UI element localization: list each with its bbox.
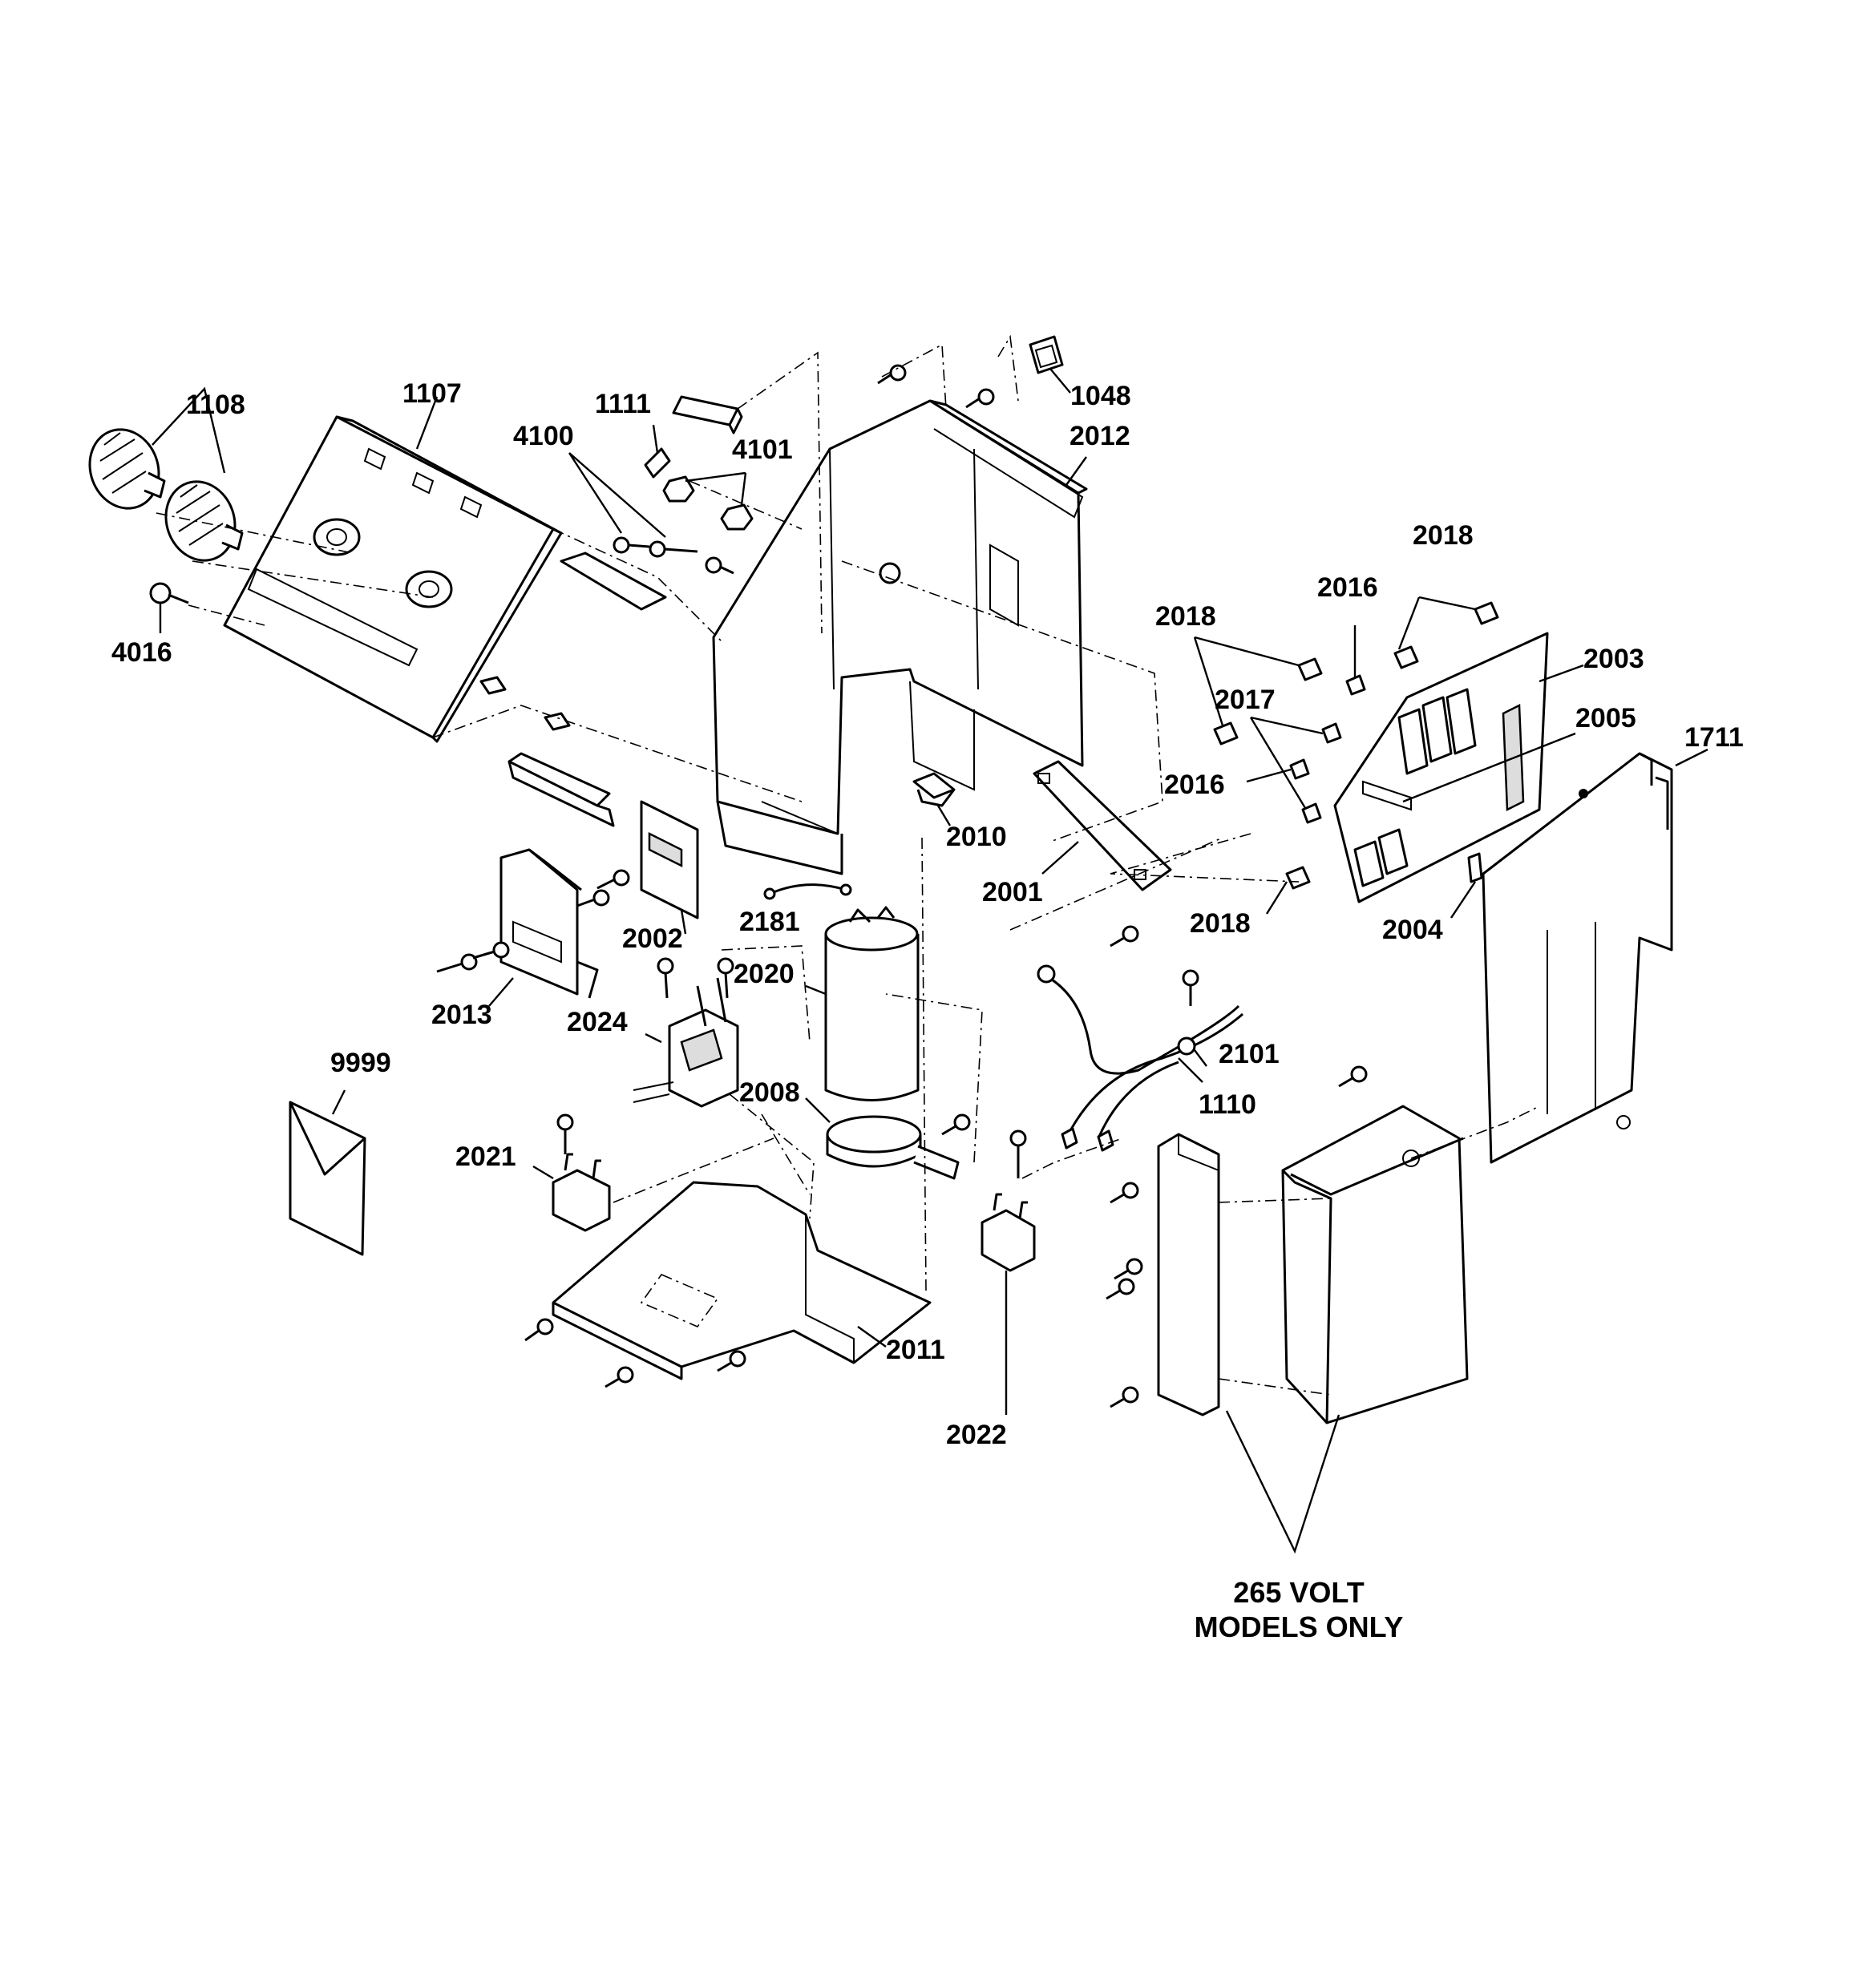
base-plate-2011 [552, 1181, 932, 1380]
label-2021: 2021 [455, 1141, 516, 1172]
foam-strip-middle [560, 552, 667, 611]
label-1110: 1110 [1199, 1089, 1256, 1120]
cover-265v-box [1281, 1105, 1469, 1424]
label-9999: 9999 [330, 1048, 391, 1078]
label-4101: 4101 [732, 434, 793, 465]
foam-strip-bottom [507, 752, 615, 827]
manual-9999 [289, 1101, 366, 1256]
label-2001: 2001 [982, 877, 1043, 907]
bracket-2013 [499, 848, 599, 999]
relay-2021 [552, 1113, 611, 1232]
switch-2010 [912, 772, 956, 807]
side-panel-1711 [1482, 752, 1673, 1164]
panel-2001 [1033, 760, 1172, 891]
label-2003: 2003 [1583, 644, 1644, 674]
screw-frame [705, 556, 734, 575]
relay-2022 [981, 1129, 1036, 1272]
control-box-frame-2012 [712, 399, 1088, 875]
capacitor-2020 [824, 906, 920, 1101]
label-4016: 4016 [111, 637, 172, 668]
label-2181: 2181 [739, 907, 800, 937]
label-2002: 2002 [622, 923, 683, 954]
screws-harness [1110, 925, 1199, 1006]
strap-2008 [826, 1115, 960, 1180]
part-1048 [1029, 335, 1064, 374]
control-board-2003 [1333, 632, 1549, 903]
screw-top-b [965, 388, 995, 409]
nut-4101-b [720, 503, 754, 531]
screws-base [524, 1113, 971, 1388]
control-panel-1107 [223, 415, 563, 743]
screws-265v [1106, 1065, 1368, 1408]
connector-2016-b [1289, 758, 1310, 780]
jumper-2181 [763, 883, 852, 900]
label-1111: 1111 [595, 389, 652, 419]
label-2008: 2008 [739, 1077, 800, 1108]
connector-2017-a [1321, 722, 1342, 744]
screws-transformer [657, 957, 734, 999]
note-line-2: MODELS ONLY [1194, 1610, 1404, 1644]
label-2018-top: 2018 [1413, 520, 1474, 551]
label-2010: 2010 [946, 822, 1007, 852]
label-2013: 2013 [431, 1000, 492, 1030]
connector-2018-e [1285, 866, 1311, 890]
note-line-1: 265 VOLT [1233, 1576, 1365, 1609]
connector-2018-d [1213, 721, 1239, 746]
label-2016-top: 2016 [1317, 572, 1378, 603]
label-2005: 2005 [1575, 703, 1636, 733]
foam-strip-top [672, 395, 743, 434]
connector-2018-b [1393, 645, 1419, 669]
label-2024: 2024 [567, 1007, 628, 1037]
screw-4100-a [613, 536, 650, 554]
label-1711: 1711 [1684, 722, 1744, 753]
label-2004: 2004 [1382, 915, 1443, 945]
label-1048: 1048 [1070, 381, 1131, 411]
label-2011: 2011 [886, 1335, 945, 1365]
cover-265v-front [1157, 1133, 1220, 1416]
label-2016-mid: 2016 [1164, 770, 1225, 800]
screw-4016 [149, 582, 189, 604]
screws-left [436, 869, 630, 973]
label-4100: 4100 [513, 421, 574, 451]
switch-caps [479, 676, 571, 731]
label-2018-bottom: 2018 [1190, 908, 1251, 939]
label-2012: 2012 [1070, 421, 1130, 451]
harness-2101 [1037, 964, 1243, 1152]
connector-2018-c [1474, 601, 1499, 625]
label-2022: 2022 [946, 1420, 1007, 1450]
nut-4101-a [662, 475, 695, 503]
label-1108: 1108 [186, 390, 245, 420]
connector-2017-b [1301, 802, 1322, 824]
connector-2018-a [1297, 657, 1323, 681]
knob-1108-right [164, 480, 244, 562]
fuse-2004 [1467, 852, 1483, 883]
connector-2016-a [1345, 674, 1366, 696]
label-2101: 2101 [1219, 1039, 1280, 1069]
label-2017: 2017 [1215, 685, 1276, 715]
board-2002 [640, 800, 699, 919]
screw-4100-b [649, 540, 698, 558]
screw-top-a [877, 364, 907, 385]
transformer-2024 [633, 977, 739, 1108]
note-265-volt: 265 VOLT MODELS ONLY [1179, 1575, 1419, 1644]
label-2018-left: 2018 [1155, 601, 1216, 632]
assembly-lines [156, 334, 1540, 1396]
knob-1108-left [88, 428, 166, 510]
label-1107: 1107 [402, 378, 462, 409]
label-2020: 2020 [734, 959, 795, 989]
bracket-1111 [644, 447, 671, 479]
